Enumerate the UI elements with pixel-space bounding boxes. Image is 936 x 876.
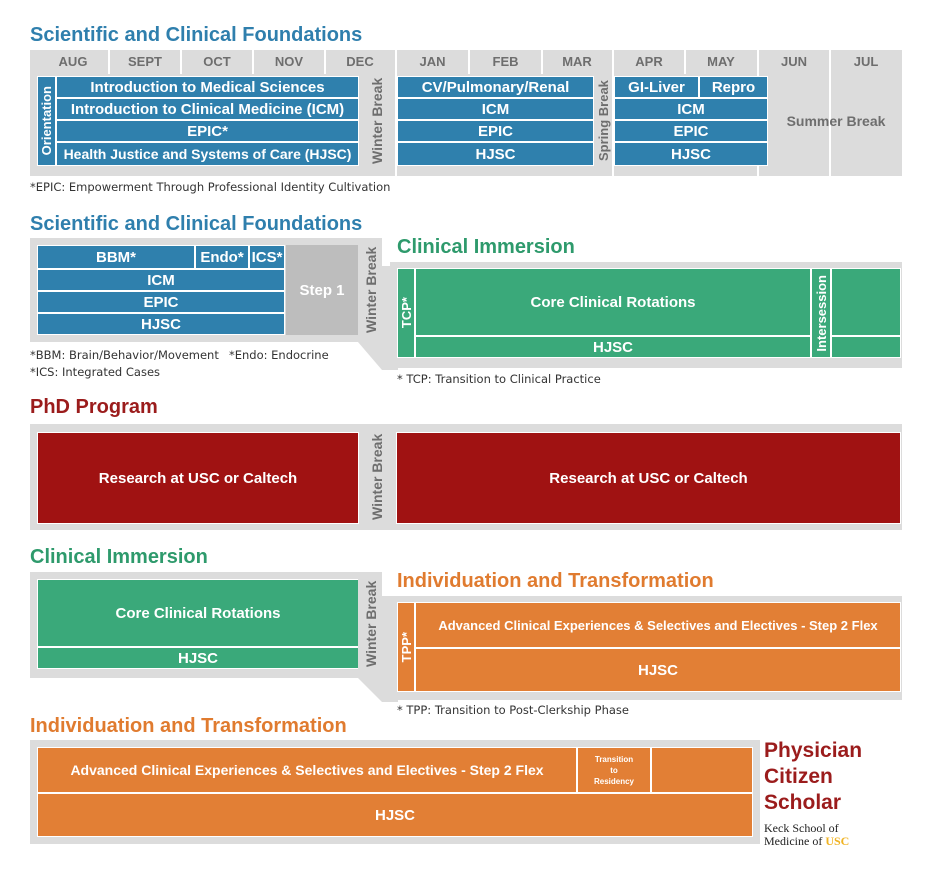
month-label: JUL <box>853 54 879 69</box>
month-label: JAN <box>419 54 446 69</box>
month-label: JUN <box>780 54 807 69</box>
core-rotations-block: Core Clinical Rotations <box>415 268 811 336</box>
section1-title: Scientific and Clinical Foundations <box>30 24 363 46</box>
hjsc-block: HJSC <box>415 336 811 358</box>
intro-med-sci-block: Introduction to Medical Sciences <box>56 76 359 98</box>
hjsc-block: HJSC <box>37 793 753 837</box>
repro-block: Repro <box>699 76 768 98</box>
cv-pulm-renal-block: CV/Pulmonary/Renal <box>397 76 594 98</box>
month-divider <box>395 50 397 176</box>
hjsc-block: Health Justice and Systems of Care (HJSC… <box>56 142 359 166</box>
icm-block: ICM <box>37 269 285 291</box>
winter-break-label: Winter Break <box>369 77 385 165</box>
advanced-clinical-block: Advanced Clinical Experiences & Selectiv… <box>37 747 577 793</box>
section2-title: Scientific and Clinical Foundations <box>30 213 363 235</box>
hjsc-block: HJSC <box>37 647 359 669</box>
endo-footnote: *Endo: Endocrine <box>229 348 329 362</box>
gi-liver-block: GI-Liver <box>614 76 699 98</box>
endo-block: Endo* <box>195 245 249 269</box>
month-divider <box>108 50 110 74</box>
tcp-footnote: * TCP: Transition to Clinical Practice <box>397 372 601 386</box>
month-divider <box>468 50 470 74</box>
icm-block: Introduction to Clinical Medicine (ICM) <box>56 98 359 120</box>
month-label: FEB <box>492 54 519 69</box>
clinical-immersion-title: Clinical Immersion <box>397 236 575 258</box>
icm-block: ICM <box>614 98 768 120</box>
clinical-immersion-title: Clinical Immersion <box>30 546 208 568</box>
hjsc-block: HJSC <box>37 313 285 335</box>
month-header: AUG SEPT OCT NOV DEC JAN FEB MAR APR MAY… <box>30 50 902 74</box>
month-divider <box>180 50 182 74</box>
tpp-block: TPP* <box>397 602 415 692</box>
epic-block: EPIC <box>397 120 594 142</box>
step1-block: Step 1 <box>286 245 358 335</box>
hjsc-block: HJSC <box>397 142 594 166</box>
intersession-block: Intersession <box>811 268 831 358</box>
post-transition-block <box>651 747 753 793</box>
post-intersession-hjsc-block <box>831 336 901 358</box>
month-label: MAR <box>562 54 592 69</box>
month-label: AUG <box>58 54 88 69</box>
tpp-footnote: * TPP: Transition to Post-Clerkship Phas… <box>397 703 629 717</box>
orientation-label: Orientation <box>39 86 54 156</box>
month-label: MAY <box>707 54 735 69</box>
winter-break-label: Winter Break <box>369 433 385 521</box>
post-intersession-block <box>831 268 901 336</box>
month-label: DEC <box>346 54 374 69</box>
month-divider <box>829 50 831 176</box>
month-label: OCT <box>203 54 231 69</box>
physician-citizen-scholar-logo: Physician Citizen Scholar <box>764 739 863 814</box>
ics-block: ICS* <box>249 245 285 269</box>
epic-block: EPIC <box>614 120 768 142</box>
bbm-footnote: *BBM: Brain/Behavior/Movement <box>30 348 219 362</box>
research-block-left: Research at USC or Caltech <box>37 432 359 524</box>
hjsc-block: HJSC <box>614 142 768 166</box>
bbm-block: BBM* <box>37 245 195 269</box>
month-divider <box>324 50 326 74</box>
orientation-block: Orientation <box>37 76 56 166</box>
month-divider <box>252 50 254 74</box>
month-divider <box>612 50 614 176</box>
icm-block: ICM <box>397 98 594 120</box>
transition-to-residency-block: Transition to Residency <box>577 747 651 793</box>
tcp-block: TCP* <box>397 268 415 358</box>
individuation-title: Individuation and Transformation <box>30 715 347 737</box>
winter-break-label: Winter Break <box>363 580 379 668</box>
individuation-title: Individuation and Transformation <box>397 570 714 592</box>
summer-break-label: Summer Break <box>786 113 886 129</box>
month-label: NOV <box>274 54 304 69</box>
winter-break-label: Winter Break <box>363 246 379 334</box>
spring-break-label: Spring Break <box>596 80 611 162</box>
ics-footnote: *ICS: Integrated Cases <box>30 365 161 379</box>
research-block-right: Research at USC or Caltech <box>396 432 901 524</box>
epic-footnote: *EPIC: Empowerment Through Professional … <box>30 180 391 194</box>
epic-block: EPIC* <box>56 120 359 142</box>
keck-school-logo: Keck School of Medicine of USC <box>764 821 850 848</box>
month-label: SEPT <box>128 54 162 69</box>
epic-block: EPIC <box>37 291 285 313</box>
month-divider <box>684 50 686 74</box>
phd-title: PhD Program <box>30 396 158 418</box>
core-rotations-block: Core Clinical Rotations <box>37 579 359 647</box>
month-divider <box>541 50 543 74</box>
month-label: APR <box>635 54 663 69</box>
hjsc-block: HJSC <box>415 648 901 692</box>
advanced-clinical-block: Advanced Clinical Experiences & Selectiv… <box>415 602 901 648</box>
